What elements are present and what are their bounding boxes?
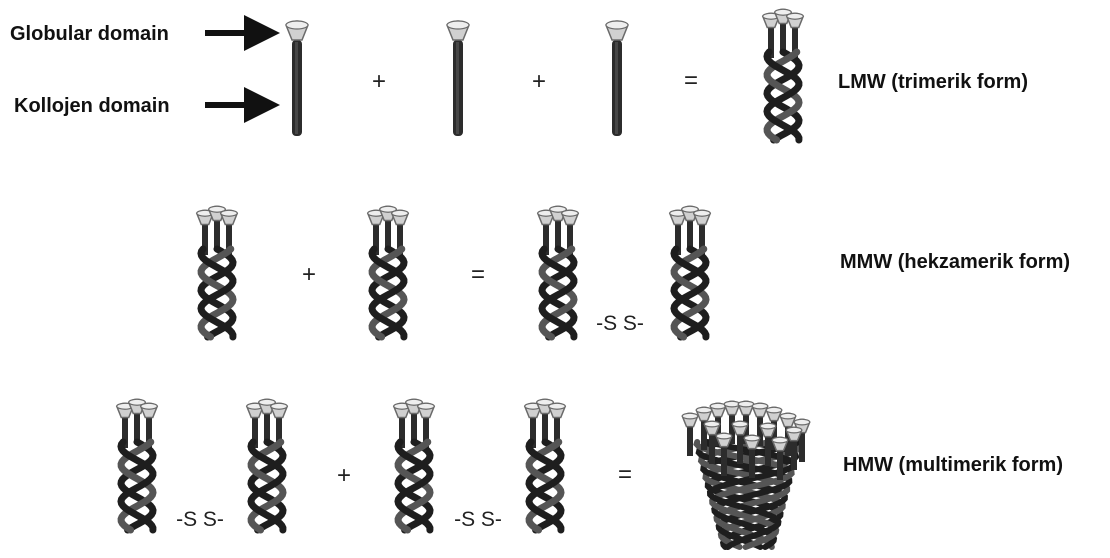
globular-head-icon (682, 413, 697, 426)
disulfide-bond-2: -S S- (176, 508, 224, 531)
plus-sign-1: + (372, 68, 386, 95)
globular-head-icon (766, 407, 781, 420)
hexamer-1-right (247, 399, 288, 530)
globular-domain-label: Globular domain (10, 23, 169, 45)
globular-head-icon (447, 21, 469, 40)
hexamer-1-left (117, 399, 158, 530)
multimer-hmw-result (682, 401, 809, 547)
equals-sign-1: = (684, 67, 698, 94)
hexamer-right-trimer (670, 206, 711, 337)
row-lmw: Globular domain Kollojen domain + + = LM… (10, 9, 1028, 140)
hmw-label: HMW (multimerik form) (843, 454, 1063, 476)
globular-head-icon (606, 21, 628, 40)
plus-sign-3: + (302, 261, 316, 288)
kollojen-domain-label: Kollojen domain (14, 95, 170, 117)
hexamer-2-left (394, 399, 435, 530)
hexamer-left-trimer (538, 206, 579, 337)
monomer-2 (447, 21, 469, 136)
globular-head-icon (221, 210, 238, 224)
trimer-a (197, 206, 238, 337)
globular-head-icon (752, 403, 767, 416)
globular-head-icon (696, 407, 711, 420)
plus-sign-4: + (337, 462, 351, 489)
trimer-lmw-result (763, 9, 804, 140)
globular-head-icon (271, 403, 288, 417)
globular-head-icon (787, 13, 804, 27)
globular-head-icon (710, 403, 725, 416)
disulfide-bond-1: -S S- (596, 312, 644, 335)
globular-head-icon (392, 210, 409, 224)
row-mmw: + = -S S- MMW (hekzamerik form) (197, 206, 1070, 337)
hexamer-2-right (525, 399, 566, 530)
monomer-1 (286, 21, 308, 136)
globular-head-icon (286, 21, 308, 40)
row-hmw: -S S- + -S S- = HMW (multimerik form) (117, 399, 1063, 547)
mmw-label: MMW (hekzamerik form) (840, 251, 1070, 273)
globular-head-icon (549, 403, 566, 417)
globular-head-icon (694, 210, 711, 224)
trimer-b (368, 206, 409, 337)
globular-head-icon (562, 210, 579, 224)
globular-head-icon (738, 401, 753, 414)
globular-head-icon (418, 403, 435, 417)
equals-sign-3: = (618, 461, 632, 488)
globular-head-icon (724, 401, 739, 414)
disulfide-bond-3: -S S- (454, 508, 502, 531)
monomer-3 (606, 21, 628, 136)
equals-sign-2: = (471, 261, 485, 288)
globular-head-icon (141, 403, 158, 417)
lmw-label: LMW (trimerik form) (838, 71, 1028, 93)
plus-sign-2: + (532, 68, 546, 95)
globular-head-icon (780, 413, 795, 426)
